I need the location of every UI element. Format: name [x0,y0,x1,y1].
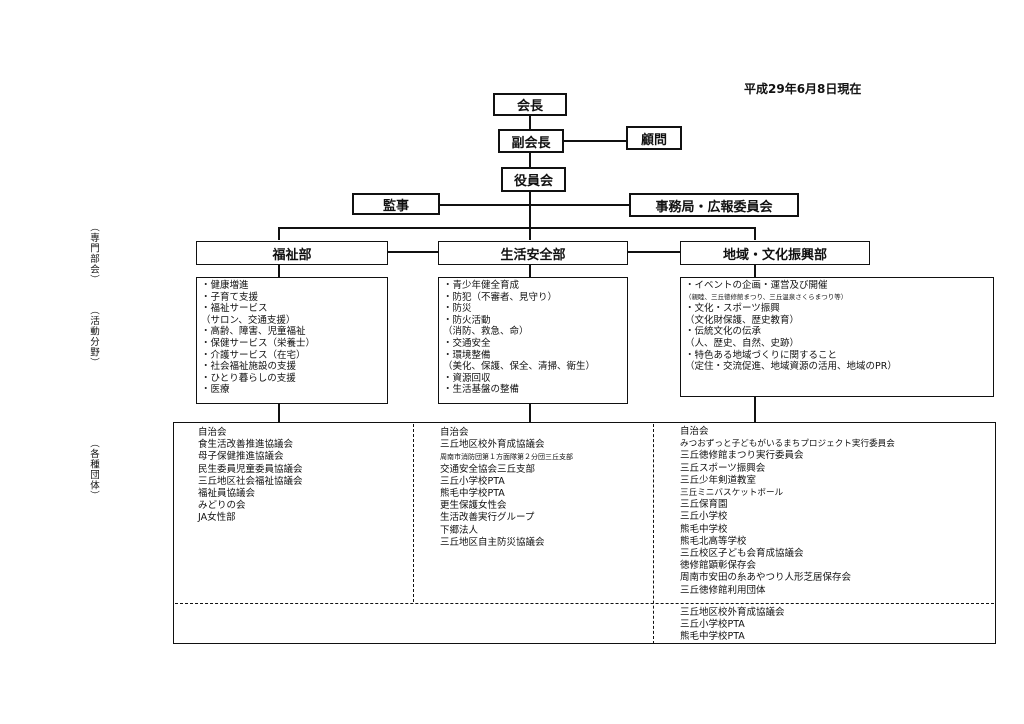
side-label-groups: （各種団体） [88,438,99,501]
dept-safety: 生活安全部 [438,241,628,265]
groups-culture: 自治会 みつおずっと子どもがいるまちプロジェクト実行委員会 三丘徳修館まつり実行… [680,426,895,596]
dept-welfare: 福祉部 [196,241,388,265]
groups-safety: 自治会 三丘地区校外育成協議会 周南市消防団第１方面隊第２分団三丘支部 交通安全… [440,427,573,548]
activities-safety: ・青少年健全育成 ・防犯（不審者、見守り） ・防災 ・防火活動 （消防、救急、命… [438,277,628,404]
secretariat-box: 事務局・広報委員会 [629,193,799,217]
dept-culture: 地域・文化振興部 [680,241,870,265]
advisor-box: 顧問 [626,126,682,150]
activities-welfare: ・健康増進 ・子育て支援 ・福祉サービス （サロン、交通支援） ・高齢、障害、児… [196,277,388,404]
date-label: 平成29年6月8日現在 [744,82,862,96]
groups-welfare: 自治会 食生活改善推進協議会 母子保健推進協議会 民生委員児童委員協議会 三丘地… [198,427,303,524]
side-label-activities: （活動分野） [88,305,99,368]
side-label-departments: （専門部会） [88,222,99,285]
president-box: 会長 [493,93,567,116]
groups-table [173,422,996,644]
vice-president-box: 副会長 [498,129,564,153]
board-box: 役員会 [501,167,566,192]
activities-culture: ・イベントの企画・運営及び開催 （親睦、三丘徳修館まつり、三丘温泉さくらまつり等… [680,277,994,397]
groups-culture-extra: 三丘地区校外育成協議会 三丘小学校PTA 熊毛中学校PTA [680,607,785,642]
auditor-box: 監事 [352,193,440,215]
